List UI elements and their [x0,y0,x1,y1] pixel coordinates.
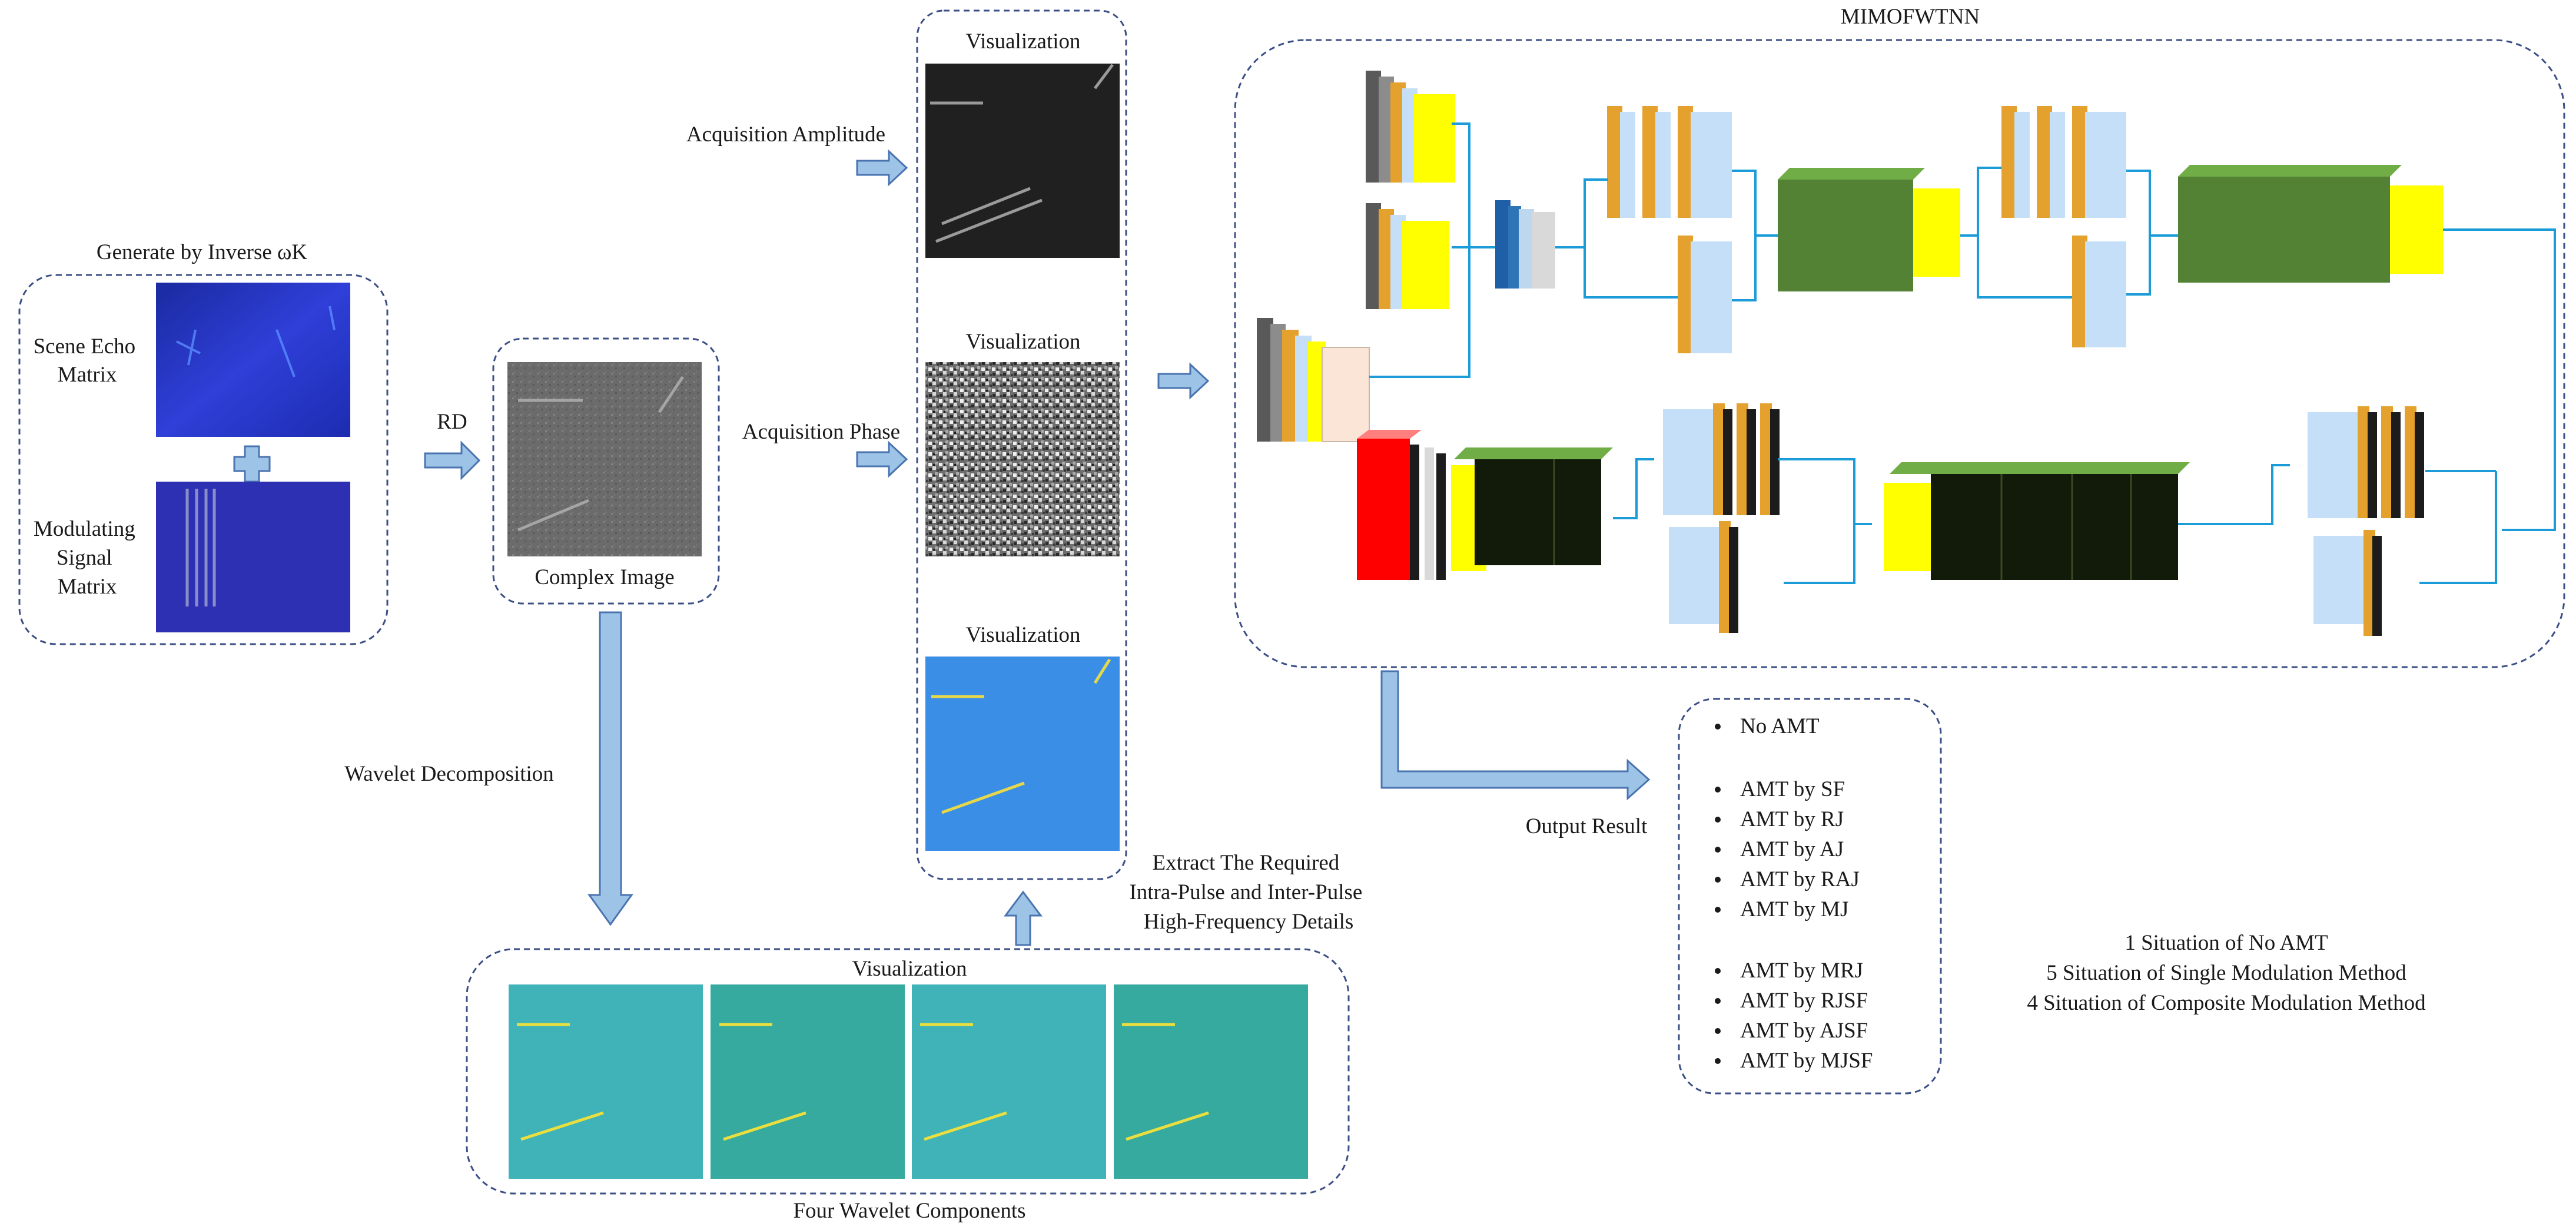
visualization-label-amplitude: Visualization [965,29,1080,54]
acquisition-phase-arrow [856,440,908,478]
summary-line-1: 1 Situation of No AMT [2124,931,2328,955]
output-class-item: AMT by AJSF [1740,1019,1868,1043]
scene-echo-texture [176,306,336,377]
output-bullet [1715,998,1721,1004]
output-class-item: AMT by SF [1740,777,1845,801]
output-bullet [1715,877,1721,883]
visualization-column: Visualization Visualization Visualizatio… [916,9,1127,880]
wavelet-component-3 [912,984,1106,1179]
output-arrow [1380,670,1651,801]
complex-image-border [492,337,720,605]
network-border [1234,39,2565,668]
output-bullet [1715,907,1721,913]
complex-image-features [517,376,685,532]
output-bullet [1715,724,1721,730]
summary-block: 1 Situation of No AMT 5 Situation of Sin… [2027,931,2426,1015]
output-result-label: Output Result [1526,814,1648,838]
wavelet-features [517,1023,1209,1141]
scene-echo-matrix-image [156,283,350,437]
wavelet-components-panel: Visualization Four Wavelet Components [466,948,1350,1223]
modulation-stripes [185,489,216,606]
output-panel-border [1678,698,1942,1095]
acquisition-phase-label: Acquisition Phase [742,420,900,444]
acquisition-amplitude-label: Acquisition Amplitude [686,122,885,147]
summary-line-2: 5 Situation of Single Modulation Method [2046,961,2406,985]
summary-line-3: 4 Situation of Composite Modulation Meth… [2027,991,2426,1015]
output-class-item: AMT by RAJ [1740,867,1860,891]
output-class-item: AMT by MRJ [1740,959,1863,983]
heatmap-image [925,657,1120,851]
output-class-item: AMT by AJ [1740,837,1844,861]
phase-image [925,362,1120,556]
output-class-item: AMT by RJ [1740,807,1844,831]
output-bullet [1715,787,1721,793]
network-output-block [1357,430,1613,580]
visualization-label-phase: Visualization [965,330,1080,354]
modulating-signal-matrix-image [156,482,350,632]
heatmap-features [931,658,1111,814]
amplitude-image [925,64,1120,258]
network-green-block-1 [1778,168,1960,291]
wavelet-component-4 [1114,984,1308,1179]
complex-image-panel: Complex Image [492,337,720,605]
wavelet-decomposition-label: Wavelet Decomposition [344,762,554,786]
output-bullet [1715,817,1721,823]
network-decoder-block-mid [1663,403,1780,633]
output-class-item: AMT by MJ [1740,897,1848,921]
wavelet-panel-title: Visualization [852,957,967,981]
wavelet-panel-caption: Four Wavelet Components [793,1199,1025,1223]
network-decoder-block-right [2308,406,2424,636]
network-title: MIMOFWTNN [1841,5,1980,29]
output-bullet [1715,968,1721,974]
extract-label: Extract The Required Intra-Pulse and Int… [1129,851,1367,934]
amplitude-features [930,64,1114,243]
output-bullet [1715,1028,1721,1034]
network-residual-block-2 [2001,106,2126,347]
rd-label: RD [437,410,467,434]
network-residual-block-1 [1607,106,1732,353]
network-black-block-1 [1884,462,2190,580]
network-green-block-2 [2178,165,2443,283]
mimofwtnn-network: MIMOFWTNN [1234,5,2565,668]
acquisition-amplitude-arrow [856,149,908,187]
output-class-item: No AMT [1740,714,1820,738]
rd-arrow [424,440,481,480]
network-top-branch-2 [1366,203,1449,309]
output-class-item: AMT by MJSF [1740,1049,1873,1073]
network-input-stack [1257,318,1370,442]
output-classes-panel: No AMT AMT by SF AMT by RJ AMT by AJ AMT by … [1678,698,1942,1095]
visualization-label-heatmap: Visualization [965,623,1080,647]
wavelet-component-2 [711,984,905,1179]
to-network-arrow [1157,362,1210,400]
input-generation-panel: Generate by Inverse ωK Scene Echo Matrix… [18,240,389,645]
input-panel-border [18,274,389,645]
scene-echo-label: Scene Echo Matrix [34,334,141,387]
modulating-signal-label: Modulating Signal Matrix [34,517,141,599]
visualization-column-border [916,9,1127,880]
output-bullet [1715,1058,1721,1064]
extract-up-arrow [1004,890,1043,946]
output-list: No AMT AMT by SF AMT by RJ AMT by AJ AMT by … [1715,714,1873,1073]
wavelet-component-1 [509,984,703,1179]
input-title: Generate by Inverse ωK [97,240,308,264]
network-connectors [1369,122,2556,584]
network-top-branch-1 [1366,71,1455,183]
complex-image-label: Complex Image [535,565,674,589]
wavelet-panel-border [466,948,1350,1195]
plus-icon [233,445,271,483]
output-class-item: AMT by RJSF [1740,989,1868,1013]
wavelet-decomposition-arrow [587,611,633,926]
output-bullet [1715,847,1721,853]
network-merge-block [1495,200,1555,289]
